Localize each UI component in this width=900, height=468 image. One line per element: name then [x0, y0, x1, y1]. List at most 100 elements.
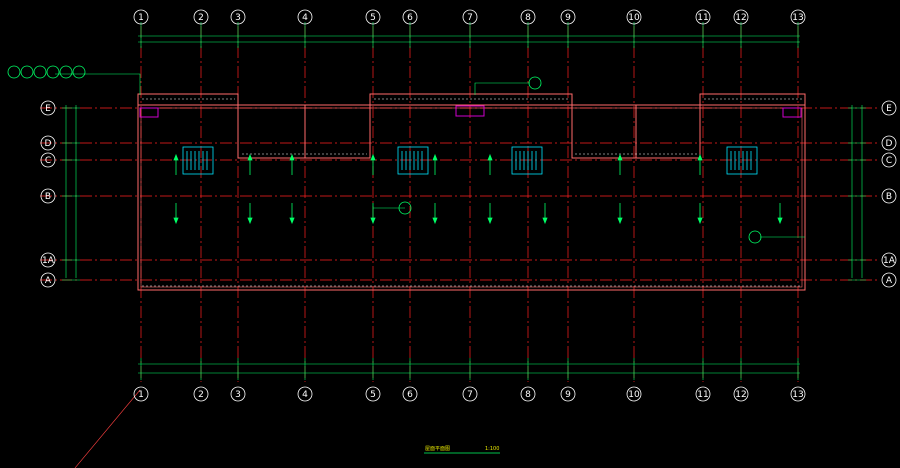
slope-arrow: [432, 153, 438, 175]
row-bubble-ring: [40, 152, 56, 168]
row-bubble-label: B: [45, 192, 51, 202]
column-bubble-ring: [560, 386, 576, 402]
slope-arrow-head: [487, 217, 493, 225]
slope-arrow-head: [617, 217, 623, 225]
leader-top-center: [474, 82, 530, 95]
slope-arrow-head: [370, 153, 376, 161]
column-bubble-label: 6: [407, 13, 413, 23]
column-bubble-13-bottom: 13: [790, 386, 806, 402]
slope-arrows: [173, 153, 783, 225]
column-bubble-ring: [193, 386, 209, 402]
column-bubble-12-bottom: 12: [733, 386, 749, 402]
detail-circle-3: [33, 65, 47, 79]
column-bubble-label: 8: [525, 13, 531, 23]
detail-circle-2: [20, 65, 34, 79]
column-bubble-ring: [520, 9, 536, 25]
column-bubble-9-bottom: 9: [560, 386, 576, 402]
column-bubble-ring: [626, 386, 642, 402]
leader-diagonal: [74, 389, 141, 468]
row-bubble-C-left: C: [40, 152, 56, 168]
slope-arrow-head: [370, 217, 376, 225]
building-walls: [137, 93, 806, 291]
column-bubble-10-bottom: 10: [626, 386, 642, 402]
column-bubble-label: 4: [302, 390, 308, 400]
stair-1-frame: [182, 146, 214, 175]
stair-4-treads: [730, 151, 752, 170]
slope-arrow: [247, 153, 253, 175]
column-bubble-ring: [560, 9, 576, 25]
row-bubble-label: C: [45, 156, 51, 166]
column-bubble-label: 3: [235, 390, 241, 400]
slope-arrow-head: [697, 153, 703, 161]
column-bubble-11-bottom: 11: [695, 386, 711, 402]
stair-4: [726, 146, 758, 175]
row-bubble-ring: [40, 252, 56, 268]
column-bubble-ring: [626, 9, 642, 25]
column-bubble-ring: [365, 386, 381, 402]
row-bubble-ring: [881, 135, 897, 151]
slope-arrow-head: [289, 153, 295, 161]
row-bubble-ring: [881, 100, 897, 116]
slope-arrow: [247, 203, 253, 225]
row-bubble-label: D: [886, 139, 893, 149]
slope-arrow-head: [487, 153, 493, 161]
detail-circle-right: [748, 230, 762, 244]
column-bubble-ring: [462, 386, 478, 402]
stair-2-treads: [401, 151, 423, 170]
column-bubble-ring: [790, 9, 806, 25]
column-bubble-ring: [230, 9, 246, 25]
column-bubble-label: 10: [628, 390, 640, 400]
column-bubble-ring: [133, 386, 149, 402]
column-bubble-label: 3: [235, 13, 241, 23]
slope-arrow: [697, 203, 703, 225]
slope-arrow: [542, 203, 548, 225]
column-bubble-label: 1: [138, 390, 144, 400]
column-bubble-4-bottom: 4: [297, 386, 313, 402]
column-bubble-5-bottom: 5: [365, 386, 381, 402]
bump-right: [699, 93, 806, 106]
slope-arrow-head: [173, 217, 179, 225]
slope-arrow: [777, 203, 783, 225]
column-bubble-6-bottom: 6: [402, 386, 418, 402]
column-bubble-ring: [193, 9, 209, 25]
column-bubble-ring: [520, 386, 536, 402]
row-bubble-A-left: A: [40, 272, 56, 288]
row-bubble-B-right: B: [881, 188, 897, 204]
slope-arrow: [617, 153, 623, 175]
slope-arrow-head: [247, 217, 253, 225]
slope-arrow-head: [173, 153, 179, 161]
column-bubble-8-bottom: 8: [520, 386, 536, 402]
column-bubble-7-bottom: 7: [462, 386, 478, 402]
drawing-scale: 1:100: [485, 446, 499, 452]
equipment-right: [782, 107, 802, 118]
column-bubble-ring: [230, 386, 246, 402]
detail-circle-center: [528, 76, 542, 90]
column-grid-lines: [140, 26, 799, 382]
row-bubble-ring: [40, 188, 56, 204]
dimension-lines: [62, 22, 866, 380]
stair-3-frame: [511, 146, 543, 175]
slope-arrow-head: [289, 217, 295, 225]
column-bubble-2-top: 2: [193, 9, 209, 25]
column-bubble-ring: [402, 9, 418, 25]
detail-circle-4: [46, 65, 60, 79]
slope-arrow: [487, 153, 493, 175]
column-bubble-7-top: 7: [462, 9, 478, 25]
slope-arrow-head: [777, 217, 783, 225]
column-bubble-label: 11: [697, 390, 708, 400]
stair-3-treads: [515, 151, 537, 170]
column-bubble-label: 5: [370, 390, 376, 400]
column-bubble-ring: [790, 386, 806, 402]
row-bubble-label: C: [886, 156, 892, 166]
column-bubble-label: 6: [407, 390, 413, 400]
slope-arrow: [432, 203, 438, 225]
stair-blocks: [182, 146, 758, 175]
column-bubble-label: 2: [198, 13, 204, 23]
detail-circle-1: [7, 65, 21, 79]
column-bubble-12-top: 12: [733, 9, 749, 25]
row-bubble-D-right: D: [881, 135, 897, 151]
slope-arrow: [370, 153, 376, 175]
stair-1: [182, 146, 214, 175]
column-bubble-ring: [462, 9, 478, 25]
slope-arrow-head: [542, 217, 548, 225]
